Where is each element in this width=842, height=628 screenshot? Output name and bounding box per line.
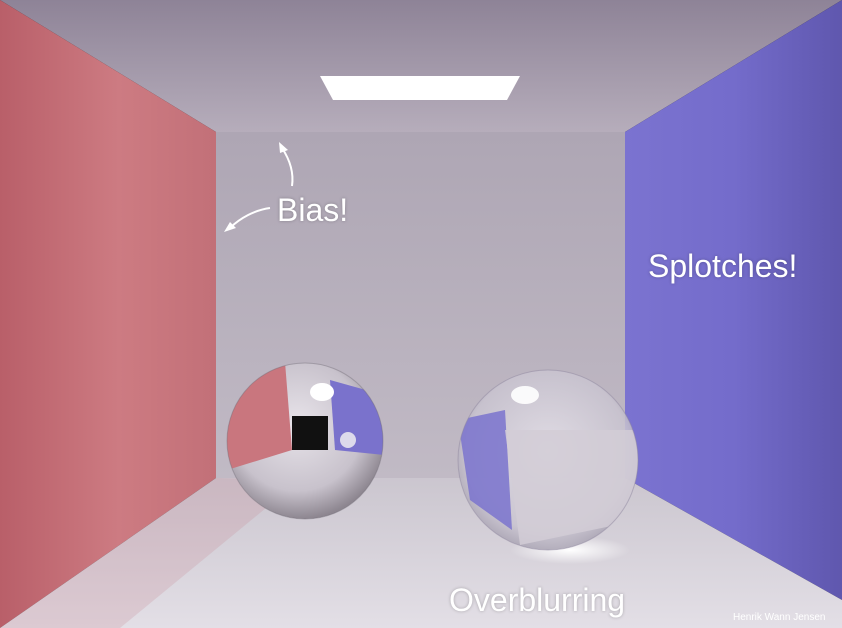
- right-wall: [625, 0, 842, 600]
- floor-color-bleed: [0, 478, 300, 628]
- left-wall: [0, 0, 216, 628]
- arrow-head-icon: [224, 222, 236, 232]
- annotation-bias: Bias!: [277, 192, 349, 228]
- ceiling: [0, 0, 842, 132]
- annotation-splotches: Splotches!: [648, 248, 798, 284]
- glass-sphere: [458, 370, 638, 550]
- arrow-head-icon: [279, 142, 288, 153]
- image-credit: Henrik Wann Jensen: [733, 612, 826, 623]
- ceiling-light: [320, 76, 520, 100]
- floor: [0, 478, 842, 628]
- mirror-sphere: [227, 363, 383, 519]
- annotation-overblurring: Overblurring: [449, 582, 626, 618]
